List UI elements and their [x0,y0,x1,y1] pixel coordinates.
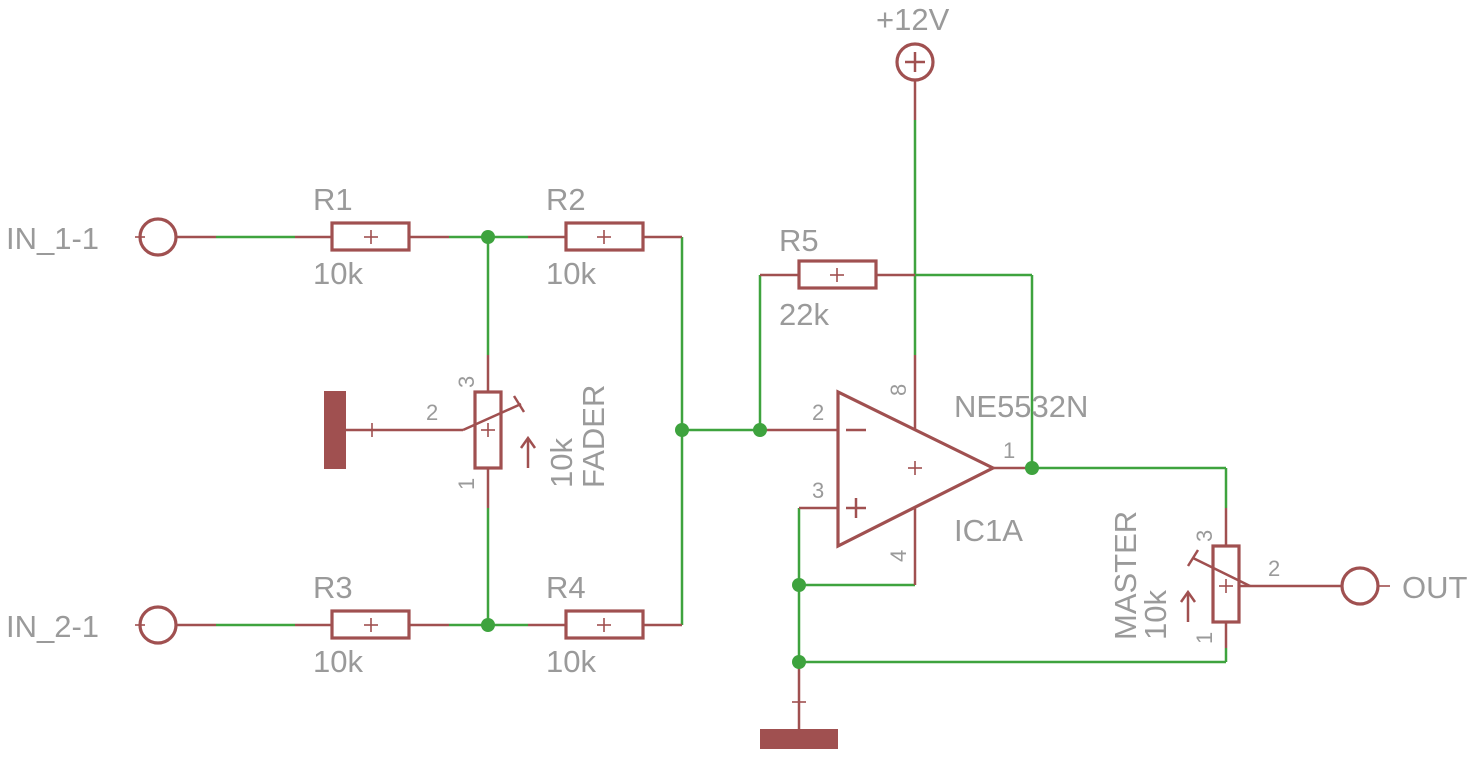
opamp-pin-8: 8 [886,384,911,396]
r3-name: R3 [313,570,353,605]
resistor-r4: R4 10k [528,570,682,679]
input-connector-1-label: IN_1-1 [6,221,99,256]
output-connector: OUT [1250,566,1468,606]
r5-name: R5 [779,223,819,258]
opamp-ic1a: 2 3 1 8 4 NE5532N IC1A [760,355,1088,585]
potentiometer-master: 3 1 2 MASTER 10k [1108,508,1280,648]
r2-value: 10k [546,256,596,291]
resistor-r2: R2 10k [528,182,682,291]
input-connector-2-label: IN_2-1 [6,609,99,644]
r4-name: R4 [546,570,586,605]
r2-name: R2 [546,182,586,217]
r3-value: 10k [313,644,363,679]
master-pin-1: 1 [1192,632,1217,644]
master-pin-3: 3 [1192,530,1217,542]
ground-fader [324,391,379,469]
fader-pin-2: 2 [426,400,438,425]
input-connector-2: IN_2-1 [6,605,216,645]
master-pin-2: 2 [1268,556,1280,581]
r1-name: R1 [313,182,353,217]
master-value: 10k [1138,590,1173,640]
fader-name: FADER [576,385,611,488]
fader-value: 10k [544,438,579,488]
resistor-r5: R5 22k [760,223,915,332]
r1-value: 10k [313,256,363,291]
ground-main [760,662,838,749]
fader-pin-1: 1 [454,478,479,490]
potentiometer-fader: 3 1 2 FADER 10k [370,355,611,508]
resistor-r1: R1 10k [295,182,449,291]
opamp-designator: IC1A [954,513,1023,548]
junctions [481,230,1039,669]
input-connector-1: IN_1-1 [6,217,216,257]
opamp-pin-2: 2 [812,400,824,425]
opamp-pin-1: 1 [1003,438,1015,463]
master-name: MASTER [1108,511,1143,640]
fader-pin-3: 3 [454,376,479,388]
supply-label: +12V [876,2,950,37]
opamp-part-number: NE5532N [954,389,1088,424]
r5-value: 22k [779,297,829,332]
resistor-r3: R3 10k [295,570,449,679]
opamp-pin-3: 3 [812,478,824,503]
supply-12v: +12V [876,2,950,120]
wires [216,120,1228,664]
r4-value: 10k [546,644,596,679]
output-connector-label: OUT [1402,570,1468,605]
opamp-pin-4: 4 [886,550,911,562]
